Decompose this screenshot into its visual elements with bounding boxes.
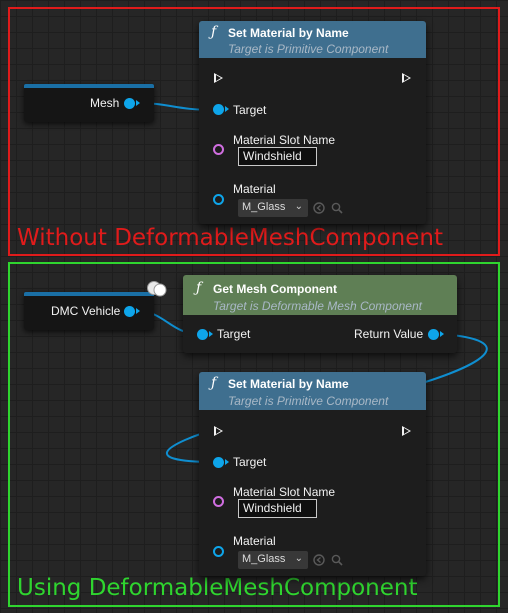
- browse-asset-icon[interactable]: [331, 554, 343, 566]
- return-value-pin-icon[interactable]: [428, 329, 444, 340]
- slot-name-label: Material Slot Name: [233, 485, 336, 499]
- dmc-vehicle-label: DMC Vehicle: [51, 304, 121, 318]
- material-pin-icon[interactable]: [213, 194, 224, 205]
- set-material-node-bottom[interactable]: ƒ Set Material by Name Target is Primiti…: [199, 372, 426, 576]
- comment-bubble-icon[interactable]: [146, 279, 168, 297]
- get-mesh-component-node[interactable]: ƒ Get Mesh Component Target is Deformabl…: [183, 275, 457, 353]
- set-material-title: Set Material by Name: [228, 26, 349, 40]
- chevron-down-icon: ⌄: [294, 553, 303, 564]
- top-comment-frame: [8, 7, 500, 256]
- get-mesh-header: [183, 275, 457, 315]
- set-material-title: Set Material by Name: [228, 377, 349, 391]
- exec-in-pin-icon[interactable]: [214, 73, 223, 83]
- function-icon: ƒ: [196, 280, 202, 296]
- dmc-vehicle-output-pin-icon[interactable]: [124, 306, 140, 317]
- use-selected-asset-icon[interactable]: [313, 554, 325, 566]
- get-mesh-target-label: Target: [217, 327, 251, 341]
- exec-out-pin-icon[interactable]: [402, 73, 411, 83]
- slot-name-pin-icon[interactable]: [213, 144, 224, 155]
- browse-asset-icon[interactable]: [331, 202, 343, 214]
- material-asset-dropdown[interactable]: M_Glass ⌄: [238, 551, 308, 569]
- use-selected-asset-icon[interactable]: [313, 202, 325, 214]
- set-material-node-top[interactable]: ƒ Set Material by Name Target is Primiti…: [199, 21, 426, 224]
- slot-name-pin-icon[interactable]: [213, 496, 224, 507]
- material-label: Material: [233, 534, 276, 548]
- function-icon: ƒ: [211, 24, 217, 40]
- target-label: Target: [233, 455, 267, 469]
- exec-out-pin-icon[interactable]: [402, 426, 411, 436]
- bottom-comment-frame: [8, 262, 500, 607]
- chevron-down-icon: ⌄: [294, 201, 303, 212]
- material-asset-dropdown[interactable]: M_Glass ⌄: [238, 199, 308, 217]
- get-mesh-title: Get Mesh Component: [213, 282, 338, 296]
- get-mesh-target-pin-icon[interactable]: [197, 329, 213, 340]
- dmc-vehicle-variable-node[interactable]: DMC Vehicle: [24, 292, 154, 330]
- material-asset-value: M_Glass: [242, 553, 286, 565]
- target-pin-icon[interactable]: [213, 457, 229, 468]
- target-label: Target: [233, 103, 267, 117]
- top-comment-caption: Without DeformableMeshComponent: [17, 225, 444, 251]
- mesh-variable-node[interactable]: Mesh: [24, 84, 154, 122]
- set-material-header: [199, 21, 426, 58]
- set-material-subtitle: Target is Primitive Component: [228, 394, 389, 408]
- set-material-subtitle: Target is Primitive Component: [228, 42, 389, 56]
- slot-name-input[interactable]: Windshield: [238, 147, 317, 166]
- target-pin-icon[interactable]: [213, 104, 229, 115]
- mesh-output-pin-icon[interactable]: [124, 98, 140, 109]
- get-mesh-subtitle: Target is Deformable Mesh Component: [213, 299, 422, 313]
- exec-in-pin-icon[interactable]: [214, 426, 223, 436]
- material-label: Material: [233, 182, 276, 196]
- variable-node-bar: [24, 292, 154, 296]
- return-value-label: Return Value: [354, 327, 424, 341]
- slot-name-label: Material Slot Name: [233, 133, 336, 147]
- mesh-variable-label: Mesh: [90, 96, 120, 110]
- slot-name-input[interactable]: Windshield: [238, 499, 317, 518]
- bottom-comment-caption: Using DeformableMeshComponent: [17, 575, 418, 601]
- material-pin-icon[interactable]: [213, 546, 224, 557]
- material-asset-value: M_Glass: [242, 201, 286, 213]
- set-material-header: [199, 372, 426, 410]
- variable-node-bar: [24, 84, 154, 88]
- function-icon: ƒ: [211, 375, 217, 391]
